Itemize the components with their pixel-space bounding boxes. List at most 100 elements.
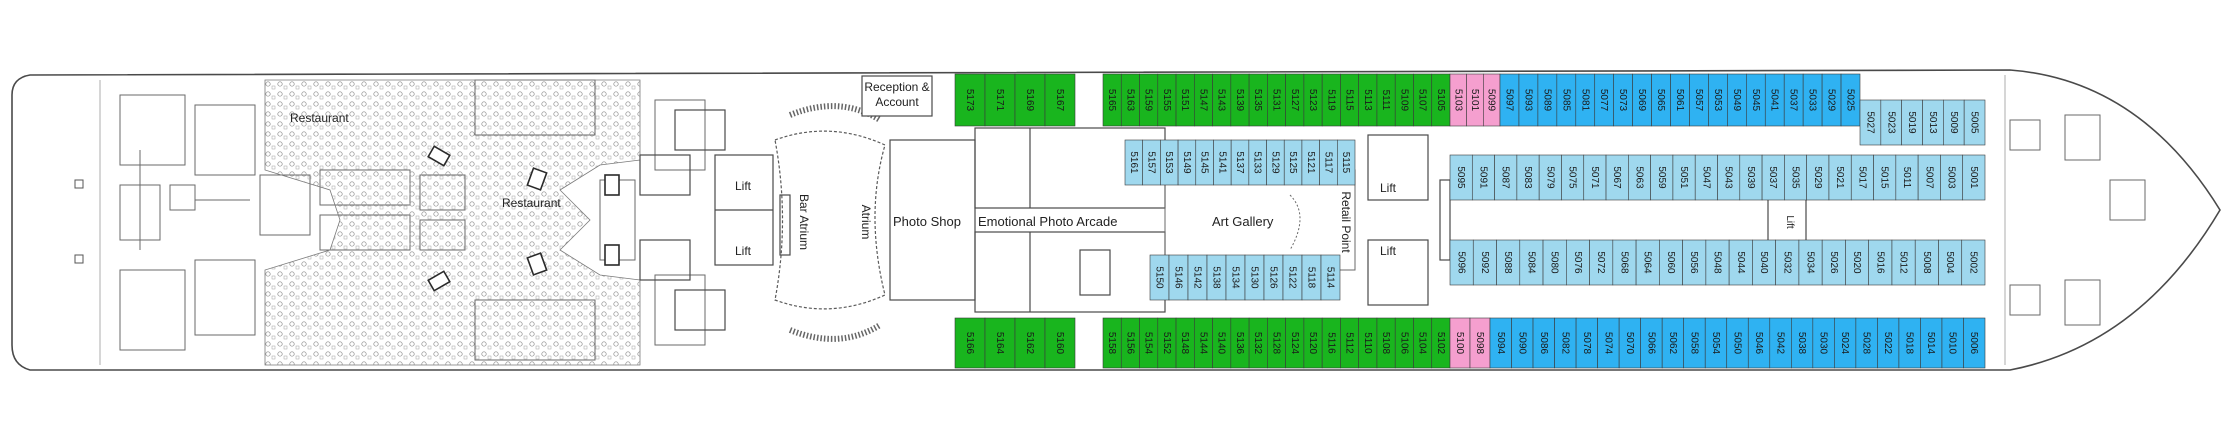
cabin-5115[interactable]: 5115 xyxy=(1337,139,1356,186)
cabin-5018[interactable]: 5018 xyxy=(1898,317,1921,369)
cabin-5096[interactable]: 5096 xyxy=(1449,239,1474,286)
cabin-5021[interactable]: 5021 xyxy=(1828,154,1852,201)
cabin-5089[interactable]: 5089 xyxy=(1537,73,1558,127)
cabin-5077[interactable]: 5077 xyxy=(1594,73,1614,127)
cabin-5139[interactable]: 5139 xyxy=(1230,73,1250,127)
cabin-5081[interactable]: 5081 xyxy=(1575,73,1596,127)
cabin-5053[interactable]: 5053 xyxy=(1708,73,1728,127)
cabin-5063[interactable]: 5063 xyxy=(1628,154,1651,201)
cabin-5008[interactable]: 5008 xyxy=(1914,239,1939,286)
cabin-5028[interactable]: 5028 xyxy=(1855,317,1878,369)
cabin-5166[interactable]: 5166 xyxy=(954,317,986,369)
cabin-5152[interactable]: 5152 xyxy=(1157,317,1177,369)
cabin-5147[interactable]: 5147 xyxy=(1194,73,1213,127)
cabin-5136[interactable]: 5136 xyxy=(1230,317,1250,369)
cabin-5124[interactable]: 5124 xyxy=(1285,317,1305,369)
cabin-5074[interactable]: 5074 xyxy=(1597,317,1620,369)
cabin-5078[interactable]: 5078 xyxy=(1575,317,1598,369)
cabin-5040[interactable]: 5040 xyxy=(1752,239,1776,286)
cabin-5150[interactable]: 5150 xyxy=(1149,254,1170,301)
cabin-5119[interactable]: 5119 xyxy=(1321,73,1341,127)
cabin-5134[interactable]: 5134 xyxy=(1225,254,1246,301)
cabin-5158[interactable]: 5158 xyxy=(1102,317,1122,369)
cabin-5100[interactable]: 5100 xyxy=(1449,317,1471,369)
cabin-5068[interactable]: 5068 xyxy=(1612,239,1637,286)
cabin-5118[interactable]: 5118 xyxy=(1301,254,1322,301)
cabin-5169[interactable]: 5169 xyxy=(1014,73,1046,127)
cabin-5107[interactable]: 5107 xyxy=(1413,73,1433,127)
cabin-5073[interactable]: 5073 xyxy=(1613,73,1633,127)
cabin-5171[interactable]: 5171 xyxy=(984,73,1016,127)
cabin-5051[interactable]: 5051 xyxy=(1672,154,1696,201)
cabin-5058[interactable]: 5058 xyxy=(1683,317,1706,369)
cabin-5162[interactable]: 5162 xyxy=(1014,317,1046,369)
cabin-5121[interactable]: 5121 xyxy=(1301,139,1320,186)
cabin-5043[interactable]: 5043 xyxy=(1717,154,1741,201)
cabin-5002[interactable]: 5002 xyxy=(1961,239,1986,286)
cabin-5072[interactable]: 5072 xyxy=(1589,239,1614,286)
cabin-5157[interactable]: 5157 xyxy=(1142,139,1161,186)
cabin-5075[interactable]: 5075 xyxy=(1561,154,1585,201)
cabin-5001[interactable]: 5001 xyxy=(1962,154,1986,201)
cabin-5154[interactable]: 5154 xyxy=(1139,317,1159,369)
cabin-5106[interactable]: 5106 xyxy=(1394,317,1414,369)
cabin-5065[interactable]: 5065 xyxy=(1651,73,1671,127)
cabin-5173[interactable]: 5173 xyxy=(954,73,986,127)
cabin-5155[interactable]: 5155 xyxy=(1157,73,1177,127)
cabin-5011[interactable]: 5011 xyxy=(1895,154,1919,201)
cabin-5010[interactable]: 5010 xyxy=(1941,317,1964,369)
cabin-5047[interactable]: 5047 xyxy=(1694,154,1718,201)
cabin-5087[interactable]: 5087 xyxy=(1494,154,1518,201)
cabin-5050[interactable]: 5050 xyxy=(1726,317,1749,369)
cabin-5022[interactable]: 5022 xyxy=(1877,317,1900,369)
cabin-5076[interactable]: 5076 xyxy=(1566,239,1590,286)
cabin-5059[interactable]: 5059 xyxy=(1650,154,1674,201)
cabin-5114[interactable]: 5114 xyxy=(1320,254,1341,301)
cabin-5056[interactable]: 5056 xyxy=(1682,239,1707,286)
cabin-5161[interactable]: 5161 xyxy=(1124,139,1143,186)
cabin-5151[interactable]: 5151 xyxy=(1175,73,1195,127)
cabin-5045[interactable]: 5045 xyxy=(1746,73,1766,127)
cabin-5093[interactable]: 5093 xyxy=(1518,73,1539,127)
cabin-5080[interactable]: 5080 xyxy=(1542,239,1567,286)
cabin-5069[interactable]: 5069 xyxy=(1632,73,1652,127)
cabin-5102[interactable]: 5102 xyxy=(1431,317,1451,369)
cabin-5091[interactable]: 5091 xyxy=(1471,154,1495,201)
cabin-5015[interactable]: 5015 xyxy=(1873,154,1897,201)
cabin-5049[interactable]: 5049 xyxy=(1727,73,1747,127)
cabin-5034[interactable]: 5034 xyxy=(1798,239,1823,286)
cabin-5156[interactable]: 5156 xyxy=(1120,317,1140,369)
cabin-5024[interactable]: 5024 xyxy=(1834,317,1857,369)
cabin-5153[interactable]: 5153 xyxy=(1160,139,1179,186)
cabin-5159[interactable]: 5159 xyxy=(1139,73,1159,127)
cabin-5020[interactable]: 5020 xyxy=(1845,239,1869,286)
cabin-5135[interactable]: 5135 xyxy=(1248,73,1268,127)
cabin-5128[interactable]: 5128 xyxy=(1267,317,1286,369)
cabin-5148[interactable]: 5148 xyxy=(1175,317,1195,369)
cabin-5046[interactable]: 5046 xyxy=(1747,317,1771,369)
cabin-5105[interactable]: 5105 xyxy=(1431,73,1451,127)
cabin-5163[interactable]: 5163 xyxy=(1120,73,1140,127)
cabin-5067[interactable]: 5067 xyxy=(1605,154,1629,201)
cabin-5167[interactable]: 5167 xyxy=(1044,73,1076,127)
cabin-5061[interactable]: 5061 xyxy=(1670,73,1690,127)
cabin-5004[interactable]: 5004 xyxy=(1938,239,1963,286)
cabin-5116[interactable]: 5116 xyxy=(1321,317,1341,369)
cabin-5025[interactable]: 5025 xyxy=(1840,73,1861,127)
cabin-5113[interactable]: 5113 xyxy=(1358,73,1378,127)
cabin-5103[interactable]: 5103 xyxy=(1449,73,1467,127)
cabin-5129[interactable]: 5129 xyxy=(1266,139,1285,186)
cabin-5017[interactable]: 5017 xyxy=(1850,154,1874,201)
cabin-5039[interactable]: 5039 xyxy=(1739,154,1763,201)
cabin-5079[interactable]: 5079 xyxy=(1538,154,1562,201)
cabin-5160[interactable]: 5160 xyxy=(1044,317,1076,369)
cabin-5090[interactable]: 5090 xyxy=(1511,317,1534,369)
cabin-5098[interactable]: 5098 xyxy=(1469,317,1491,369)
cabin-5095[interactable]: 5095 xyxy=(1449,154,1473,201)
cabin-5108[interactable]: 5108 xyxy=(1376,317,1396,369)
cabin-5064[interactable]: 5064 xyxy=(1635,239,1660,286)
cabin-5019[interactable]: 5019 xyxy=(1901,99,1923,146)
cabin-5044[interactable]: 5044 xyxy=(1728,239,1753,286)
cabin-5070[interactable]: 5070 xyxy=(1618,317,1641,369)
cabin-5029[interactable]: 5029 xyxy=(1821,73,1842,127)
